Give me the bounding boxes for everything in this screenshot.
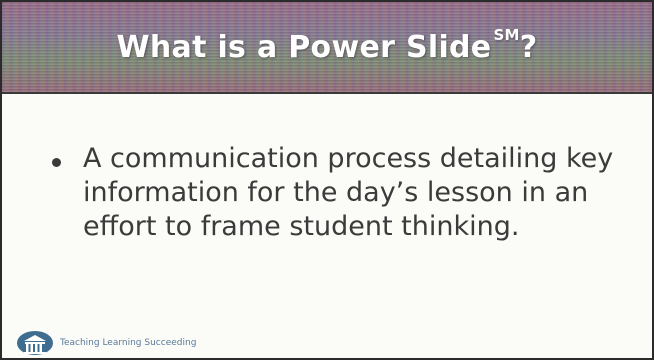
footer-tagline: Teaching Learning Succeeding xyxy=(60,338,197,348)
slide-body: A communication process detailing key in… xyxy=(52,142,642,244)
school-building-logo-icon xyxy=(17,331,53,355)
footer: Teaching Learning Succeeding xyxy=(16,330,196,356)
bullet-dot-icon xyxy=(52,158,61,167)
bullet-text: A communication process detailing key in… xyxy=(83,143,614,242)
slide-title-text: What is a Power Slide xyxy=(116,29,492,65)
slide-title-suffix: ? xyxy=(519,29,538,65)
service-mark-superscript: SM xyxy=(493,25,520,44)
bullet-item: A communication process detailing key in… xyxy=(52,142,642,244)
